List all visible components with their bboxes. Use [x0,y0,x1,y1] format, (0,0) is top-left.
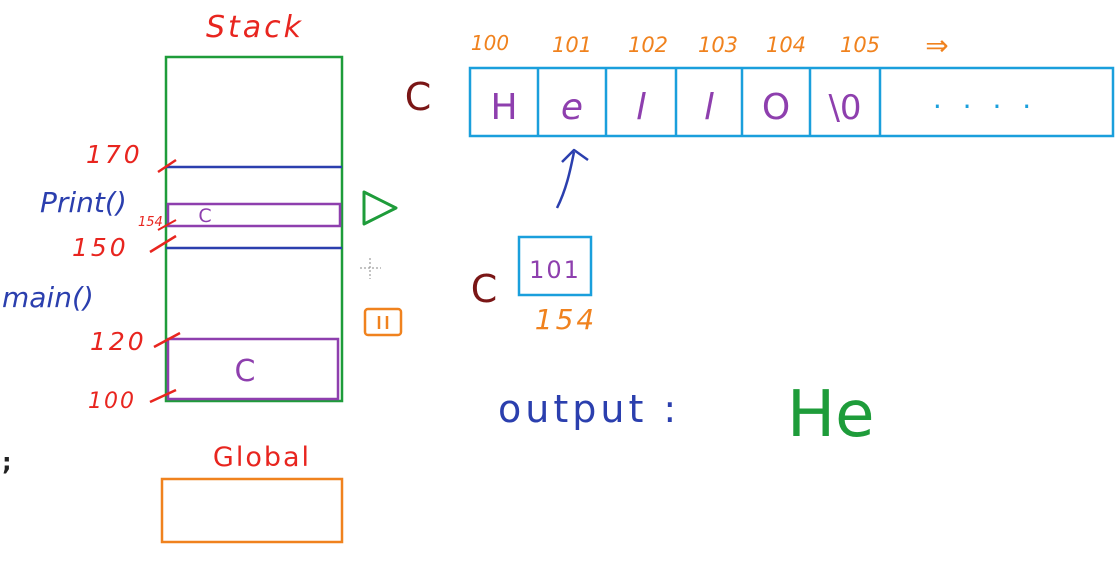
pointer-arrow [555,148,589,209]
print-var-label: C [198,205,211,227]
array-address: 102 [628,33,668,57]
stack-title: Stack [206,10,304,45]
array-cell: l [704,87,714,128]
continue-arrow: ⇒ [925,29,948,62]
pointer-box [517,235,593,297]
array-address: 100 [471,31,509,55]
frame-name-main: main() [2,281,94,314]
pointer-name: C [471,267,498,311]
pause-icon[interactable] [363,307,403,337]
main-var-label: C [235,354,256,389]
array-outline [468,66,1115,138]
pointer-address: 154 [535,303,597,336]
array-address: 103 [698,33,738,57]
array-address: 105 [840,33,880,57]
play-icon[interactable] [362,190,398,226]
array-address: 104 [766,33,806,57]
array-cell: e [561,87,583,128]
tick-170 [157,158,177,174]
array-cell: l [636,87,646,128]
stack-address-150: 150 [72,233,129,262]
stack-box [164,55,344,403]
tick-154 [157,219,177,231]
array-cell: O [762,87,790,128]
array-cell: . . . . [933,82,1037,115]
frame-name-print: Print() [40,186,127,219]
stack-address-170: 170 [86,140,143,169]
tick-100 [149,388,177,404]
global-title: Global [213,442,311,473]
tick-150 [149,234,177,254]
pointer-value: 101 [529,256,581,284]
cursor-crosshair-icon [360,258,381,279]
array-cell: H [490,87,517,128]
array: H e l l O \0 . . . . [468,66,1115,138]
output-value: He [787,378,875,452]
print-var-box [166,202,342,228]
print-var-address: 154 [138,215,163,230]
stray-semicolon: ; [2,448,12,476]
array-cell: \0 [828,88,861,128]
stack-address-120: 120 [90,327,147,356]
global-box [160,477,344,544]
tick-120 [153,331,181,349]
main-var-box [166,337,340,401]
array-address: 101 [552,33,592,57]
stack-address-100: 100 [88,389,136,414]
array-name: C [405,75,432,119]
output-label: output : [498,387,680,431]
